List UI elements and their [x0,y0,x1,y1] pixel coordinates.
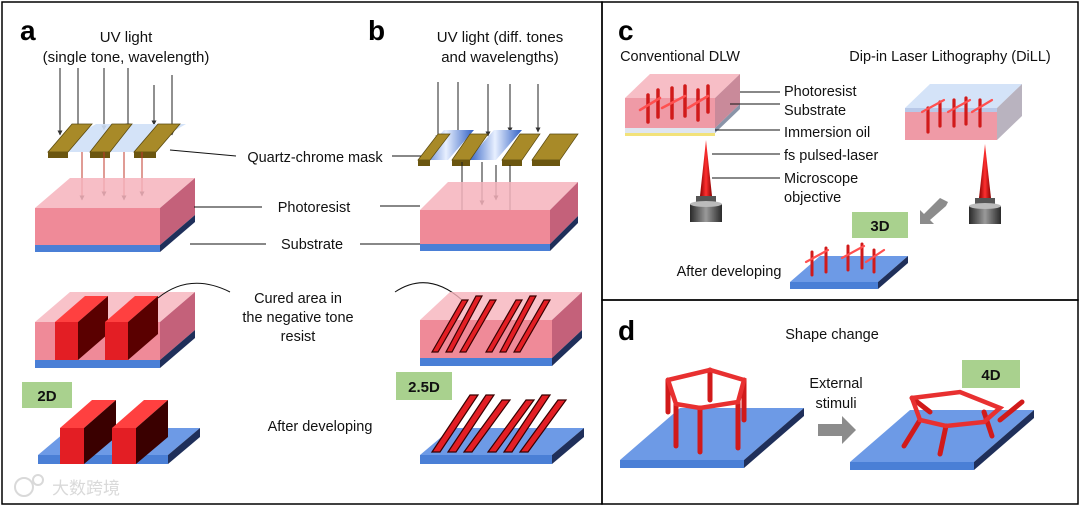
panel-letter-c: c [618,15,634,46]
panel-c-immersion-oil-label: Immersion oil [784,125,870,141]
conventional-dlw-title: Conventional DLW [620,49,740,65]
panel-b-developed-structures [420,394,584,464]
panel-c-gray-arrow [920,198,948,224]
panel-d-deformed-structure [850,389,1034,470]
mask-label: Quartz-chrome mask [247,150,383,166]
shape-change-title: Shape change [785,327,879,343]
conventional-dlw-laser-beam [700,140,712,196]
watermark-text: 大数跨境 [52,479,120,499]
panel-c-developed-3d-structures [790,242,908,289]
panel-c-3d-badge-text: 3D [870,218,889,235]
panel-b-uv-title-line2: and wavelengths) [441,49,559,66]
substrate-label: Substrate [281,237,343,253]
stimuli-label-line1: External [809,376,862,392]
panel-letter-b: b [368,15,385,46]
stimuli-label-line2: stimuli [815,396,856,412]
stimuli-arrow [818,416,856,444]
panel-c-objective-label-line1: Microscope [784,171,858,187]
panel-c-after-developing-label: After developing [677,264,782,280]
panel-c-3d-badge [852,212,908,238]
panel-b-resist-stack [420,182,578,251]
panel-b-2-5d-badge-text: 2.5D [408,379,440,396]
panel-b-2-5d-badge [396,372,452,400]
panel-c-substrate-label: Substrate [784,103,846,119]
panel-c-leader-lines [712,91,780,179]
dill-sample [905,84,1022,140]
cured-area-label-line2: the negative tone [242,310,353,326]
panel-a-developed-structures [38,400,200,464]
panel-d-4d-badge [962,360,1020,388]
photoresist-label: Photoresist [278,200,351,216]
dill-title: Dip-in Laser Lithography (DiLL) [849,49,1051,65]
cured-area-label-line1: Cured area in [254,291,342,307]
panel-a-uv-title-line1: UV light [100,29,153,46]
dill-objective [969,198,1001,224]
dill-laser-beam [979,144,991,198]
panel-letter-a: a [20,15,36,46]
conventional-dlw-objective [690,196,722,222]
panel-d-frame [601,299,1079,505]
center-leader-lines [157,149,463,301]
panel-c-photoresist-label: Photoresist [784,84,857,100]
panel-letter-d: d [618,315,635,346]
panel-c-objective-label-line2: objective [784,190,841,206]
panel-a-resist-stack [35,178,195,252]
panel-a-2d-badge [22,382,72,408]
cured-area-label-line3: resist [281,329,316,345]
panel-d-4d-badge-text: 4D [981,367,1000,384]
panel-b-uv-title-line1: UV light (diff. tones [437,29,563,46]
panel-a-2d-badge-text: 2D [37,388,56,405]
panel-c-laser-label: fs pulsed-laser [784,148,878,164]
after-developing-label: After developing [268,419,373,435]
panel-a-quartz-chrome-mask [47,123,186,158]
watermark-logo-icon [14,477,34,497]
panel-b-cured-stack [420,292,582,366]
panel-b-uv-arrows [435,82,541,141]
panel-d-initial-structure [620,367,804,468]
panel-a-cured-stack [35,292,195,368]
watermark: 大数跨境 [14,474,120,499]
conventional-dlw-sample [625,74,740,136]
panel-a-uv-title-line2: (single tone, wavelength) [43,49,210,66]
panel-b-gradient-mask [417,130,579,166]
